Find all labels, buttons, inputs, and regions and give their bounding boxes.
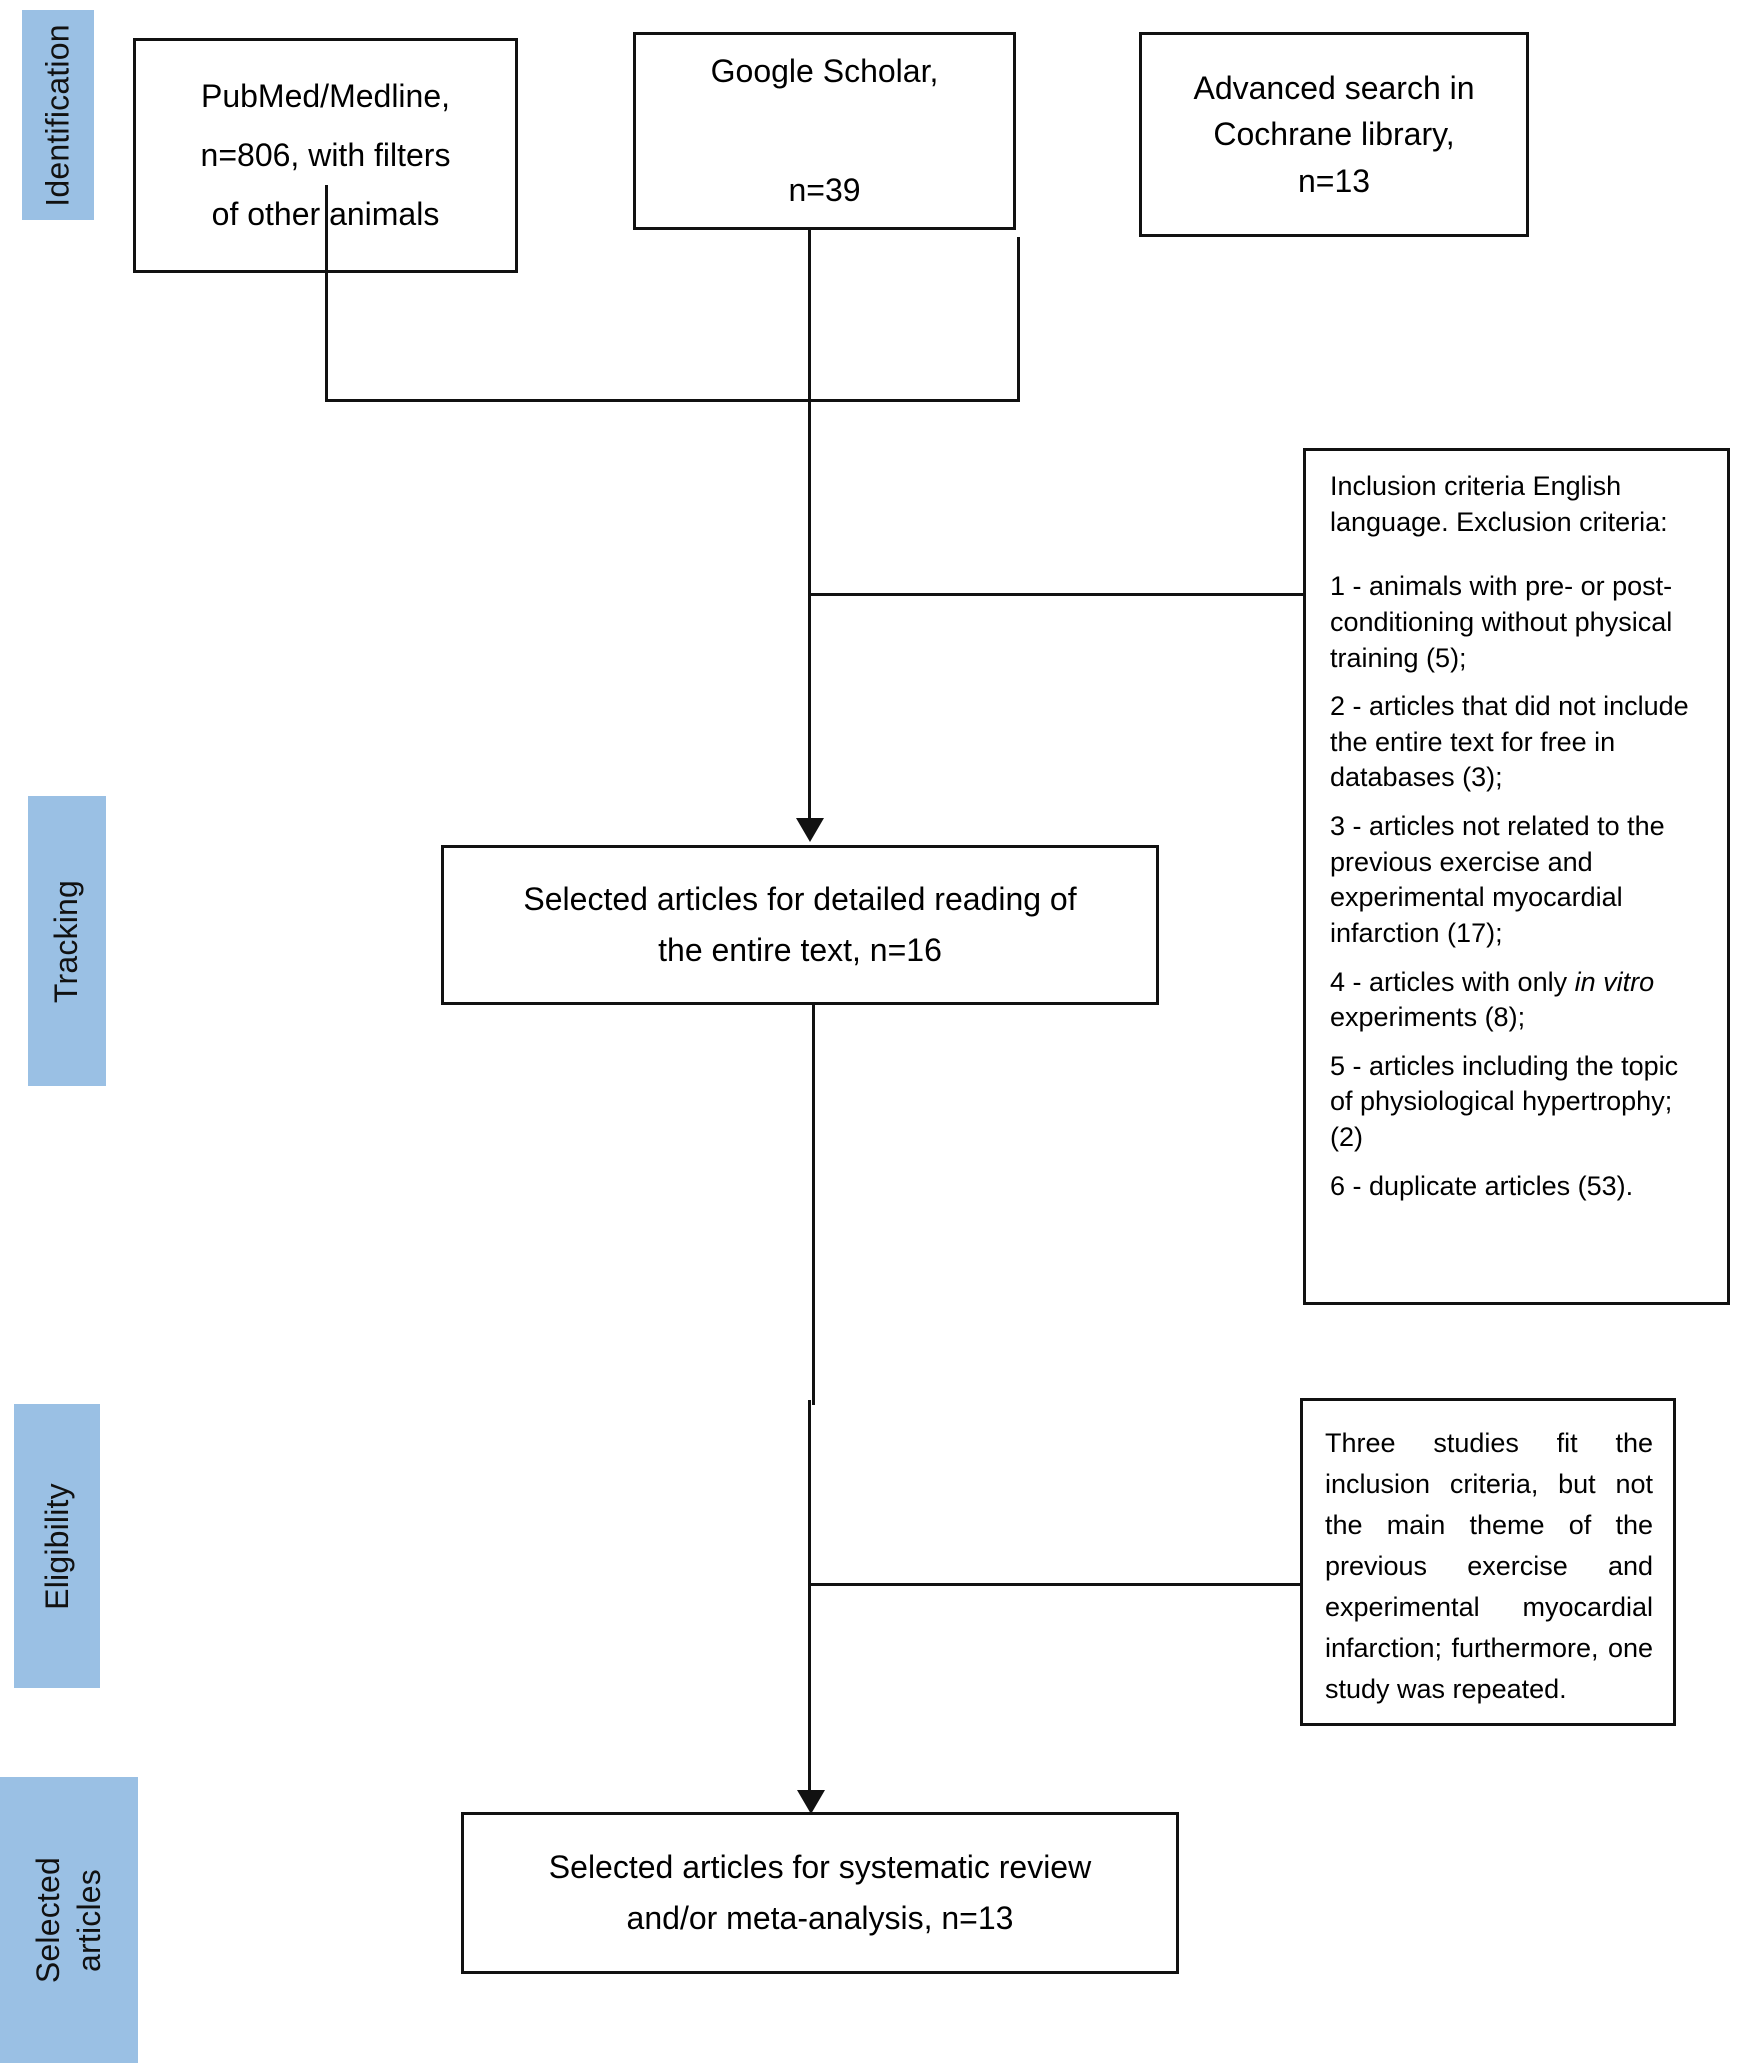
eligibility-note-text: Three studies fit the inclusion criteria… [1325, 1428, 1653, 1705]
source-cochrane-line3: n=13 [1297, 162, 1371, 199]
source-box-cochrane-text: Advanced search in Cochrane library, n=1… [1156, 65, 1512, 204]
connector-trunk-to-screening [808, 399, 811, 825]
connector-eligibility-trunk [808, 1400, 811, 1799]
source-cochrane-line2: Cochrane library, [1213, 116, 1455, 153]
final-box-systematic-review: Selected articles for systematic review … [461, 1812, 1179, 1974]
stage-label-selected-articles-line1: Selected [30, 1856, 66, 1984]
connector-pubmed-down [325, 185, 328, 400]
source-box-cochrane: Advanced search in Cochrane library, n=1… [1139, 32, 1529, 237]
connector-trunk-to-eligibility-note [808, 1583, 1302, 1586]
criteria-item-4: 4 - articles with only in vitro experime… [1330, 965, 1707, 1036]
criteria-item-1: 1 - animals with pre- or post-conditioni… [1330, 571, 1673, 673]
connector-scholar-down [808, 230, 811, 412]
connector-merge-bar [325, 399, 1020, 402]
stage-bar-tracking: Tracking [28, 796, 106, 1086]
stage-bar-identification: Identification [22, 10, 94, 220]
criteria-item-4-prefix: 4 - articles with only [1330, 966, 1575, 997]
source-box-google-scholar-text: Google Scholar, n=39 [650, 42, 999, 220]
exclusion-criteria-box: Inclusion criteria English language. Exc… [1303, 448, 1730, 1305]
screening-box-detailed-reading: Selected articles for detailed reading o… [441, 845, 1159, 1005]
source-cochrane-line1: Advanced search in [1193, 69, 1475, 106]
criteria-item-3: 3 - articles not related to the previous… [1330, 811, 1665, 948]
source-box-google-scholar: Google Scholar, n=39 [633, 32, 1016, 230]
connector-screening-to-final [812, 1005, 815, 1405]
criteria-item-2: 2 - articles that did not include the en… [1330, 691, 1689, 793]
arrowhead-to-final-box [797, 1790, 825, 1814]
arrowhead-to-screening-box [796, 818, 824, 842]
stage-label-eligibility: Eligibility [38, 1482, 75, 1610]
connector-trunk-to-criteria-box [808, 593, 1304, 596]
final-box-line1: Selected articles for systematic review [548, 1848, 1092, 1885]
eligibility-note-box: Three studies fit the inclusion criteria… [1300, 1398, 1676, 1726]
criteria-item-4-suffix: experiments (8); [1330, 1002, 1526, 1033]
final-box-line2: and/or meta-analysis, n=13 [626, 1900, 1014, 1936]
connector-cochrane-down [1017, 237, 1020, 401]
screening-box-text: Selected articles for detailed reading o… [458, 874, 1142, 976]
source-pubmed-line2: n=806, with filters [200, 136, 451, 173]
source-box-pubmed-text: PubMed/Medline, n=806, with filters of o… [150, 67, 501, 245]
stage-label-identification: Identification [39, 23, 76, 207]
source-scholar-line2: n=39 [788, 171, 861, 208]
screening-box-line1: Selected articles for detailed reading o… [523, 880, 1077, 917]
final-box-text: Selected articles for systematic review … [478, 1842, 1162, 1944]
screening-box-line2: the entire text, n=16 [658, 932, 942, 968]
source-scholar-line1: Google Scholar, [710, 53, 939, 90]
criteria-spacer [1330, 553, 1707, 569]
criteria-item-6: 6 - duplicate articles (53). [1330, 1170, 1634, 1201]
stage-label-tracking: Tracking [48, 879, 85, 1003]
source-pubmed-line1: PubMed/Medline, [200, 77, 451, 114]
stage-label-selected-articles-line2: articles [71, 1868, 107, 1972]
criteria-heading: Inclusion criteria English language. Exc… [1330, 471, 1668, 537]
criteria-item-4-italic: in vitro [1574, 966, 1655, 997]
criteria-item-5: 5 - articles including the topic of phys… [1330, 1050, 1679, 1152]
stage-bar-eligibility: Eligibility [14, 1404, 100, 1688]
stage-bar-selected-articles: Selected articles [0, 1777, 138, 2063]
